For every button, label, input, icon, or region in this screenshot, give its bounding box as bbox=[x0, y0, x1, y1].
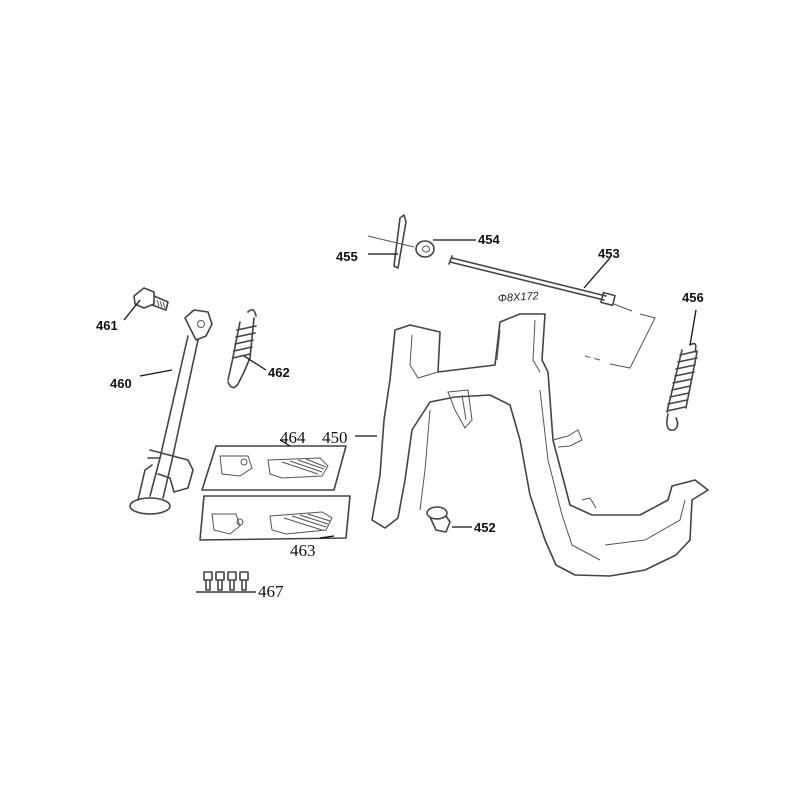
main-stand-part bbox=[371, 313, 709, 577]
screws-467-part bbox=[203, 571, 249, 591]
step-plate-464-part bbox=[201, 445, 347, 491]
side-stand-460-part bbox=[129, 309, 213, 515]
shaft-453-part bbox=[448, 255, 656, 369]
label-454: 454 bbox=[478, 232, 500, 247]
label-452: 452 bbox=[474, 520, 496, 535]
bolt-461-part bbox=[133, 287, 169, 311]
label-456: 456 bbox=[682, 290, 704, 305]
label-464: 464 bbox=[280, 428, 306, 447]
label-455: 455 bbox=[336, 249, 358, 264]
label-463: 463 bbox=[290, 541, 316, 560]
label-461: 461 bbox=[96, 318, 118, 333]
label-453: 453 bbox=[598, 246, 620, 261]
label-450: 450 bbox=[322, 428, 348, 447]
shaft-dimension: Φ8X172 bbox=[497, 290, 539, 305]
label-462: 462 bbox=[268, 365, 290, 380]
spring-456-part bbox=[666, 342, 698, 431]
stopper-452-part bbox=[426, 506, 451, 533]
leader-lines bbox=[123, 239, 697, 593]
spring-462-part bbox=[227, 308, 257, 389]
washer-454-part bbox=[415, 240, 435, 258]
label-460: 460 bbox=[110, 376, 132, 391]
step-plate-463-part bbox=[199, 495, 351, 541]
cotter-pin-455-part bbox=[367, 214, 415, 269]
label-467: 467 bbox=[258, 582, 284, 601]
